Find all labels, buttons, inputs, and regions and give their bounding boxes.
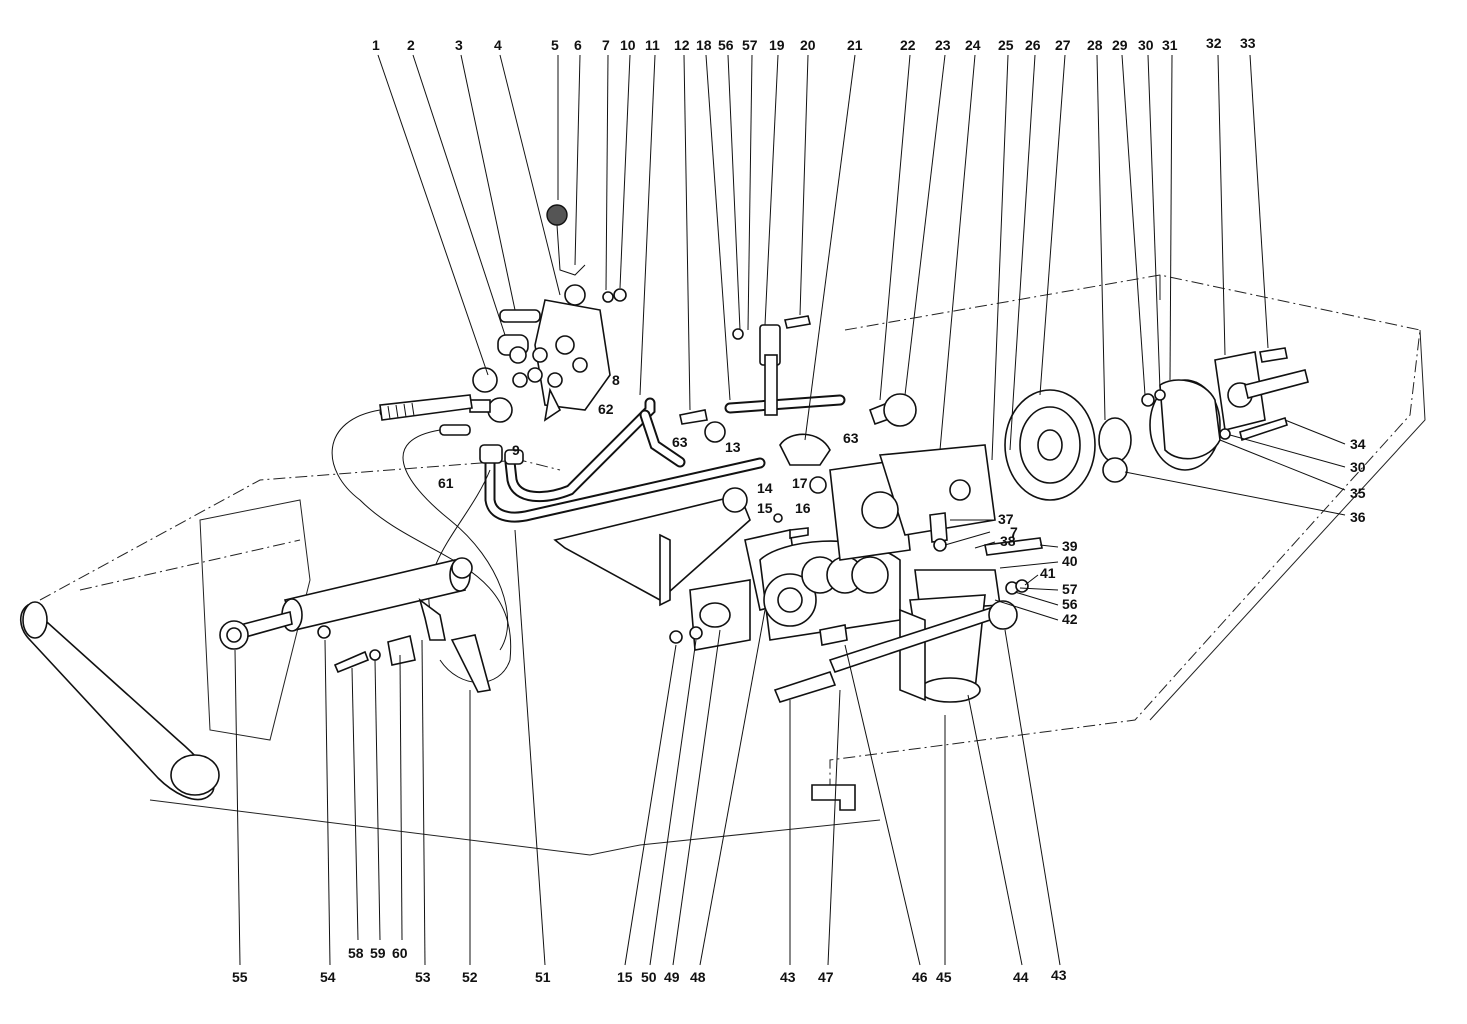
- callout-34: 34: [1350, 436, 1366, 452]
- callout-51: 51: [535, 969, 551, 985]
- callout-54: 54: [320, 969, 336, 985]
- callout-46: 46: [912, 969, 928, 985]
- callout-6: 6: [574, 37, 582, 53]
- roller-tube: [19, 601, 220, 801]
- control-lever: [546, 204, 627, 303]
- valve-fittings: [439, 309, 548, 465]
- callout-27: 27: [1055, 37, 1071, 53]
- callout-63-left: 63: [672, 434, 688, 450]
- leader-lines: [234, 54, 1346, 966]
- callout-labels-bottom: 55 54 58 59 60 53 52 51 15 50 49 48 43 4…: [232, 945, 1067, 985]
- callout-14: 14: [757, 480, 773, 496]
- control-valve: [534, 284, 611, 422]
- hydraulic-lines: [379, 394, 846, 523]
- callout-59: 59: [370, 945, 386, 961]
- callout-13: 13: [725, 439, 741, 455]
- callout-7: 7: [602, 37, 610, 53]
- callout-24: 24: [965, 37, 981, 53]
- callout-7-right: 7: [1010, 524, 1018, 540]
- callout-28: 28: [1087, 37, 1103, 53]
- callout-3: 3: [455, 37, 463, 53]
- callout-30: 30: [1138, 37, 1154, 53]
- callout-58: 58: [348, 945, 364, 961]
- callout-53: 53: [415, 969, 431, 985]
- callout-1: 1: [372, 37, 380, 53]
- callout-57-right: 57: [1062, 581, 1078, 597]
- callout-62: 62: [598, 401, 614, 417]
- callout-4: 4: [494, 37, 502, 53]
- bracket-bottom: [811, 784, 856, 811]
- callout-60: 60: [392, 945, 408, 961]
- pulley-coupling: [1004, 379, 1221, 501]
- callout-16: 16: [795, 500, 811, 516]
- callout-15-inline: 15: [757, 500, 773, 516]
- callout-37: 37: [998, 511, 1014, 527]
- callout-32: 32: [1206, 35, 1222, 51]
- callout-9: 9: [512, 442, 520, 458]
- callout-labels-right: 34 30 35 36 37 7 38 39 40 41 57 56 42: [998, 436, 1366, 627]
- callout-39: 39: [1062, 538, 1078, 554]
- callout-40: 40: [1062, 553, 1078, 569]
- callout-41: 41: [1040, 565, 1056, 581]
- callout-18: 18: [696, 37, 712, 53]
- callout-56: 56: [718, 37, 734, 53]
- hydraulic-cylinder: [219, 557, 492, 693]
- callout-55: 55: [232, 969, 248, 985]
- callout-8: 8: [612, 372, 620, 388]
- callout-42: 42: [1062, 611, 1078, 627]
- chassis-outline: [39, 274, 1426, 856]
- pump-assembly: [553, 444, 996, 651]
- callout-44: 44: [1013, 969, 1029, 985]
- callout-25: 25: [998, 37, 1014, 53]
- callout-labels-top: 1 2 3 4 5 6 7 10 11 12 18 56 57 19 20 21…: [372, 35, 1256, 53]
- right-flange: [1214, 347, 1309, 442]
- callout-56-right: 56: [1062, 596, 1078, 612]
- threaded-shaft-left: [379, 394, 473, 421]
- callout-20: 20: [800, 37, 816, 53]
- callout-35: 35: [1350, 485, 1366, 501]
- callout-52: 52: [462, 969, 478, 985]
- callout-19: 19: [769, 37, 785, 53]
- callout-33: 33: [1240, 35, 1256, 51]
- filter-linkage: [773, 512, 1043, 703]
- callout-31: 31: [1162, 37, 1178, 53]
- callout-11: 11: [645, 37, 660, 53]
- pump-small-parts: [659, 315, 917, 644]
- callout-45: 45: [936, 969, 952, 985]
- callout-50: 50: [641, 969, 657, 985]
- callout-38: 38: [1000, 533, 1016, 549]
- callout-47: 47: [818, 969, 834, 985]
- callout-15-bottom: 15: [617, 969, 633, 985]
- callout-21: 21: [847, 37, 863, 53]
- callout-61: 61: [438, 475, 454, 491]
- callout-5: 5: [551, 37, 559, 53]
- callout-29: 29: [1112, 37, 1128, 53]
- callout-labels-inline: 8 62 9 61 63 13 14 17 15 16 63: [438, 372, 859, 516]
- callout-2: 2: [407, 37, 415, 53]
- callout-22: 22: [900, 37, 916, 53]
- callout-10: 10: [620, 37, 636, 53]
- callout-43-left: 43: [780, 969, 796, 985]
- callout-57: 57: [742, 37, 758, 53]
- callout-17: 17: [792, 475, 808, 491]
- callout-48: 48: [690, 969, 706, 985]
- callout-63-right: 63: [843, 430, 859, 446]
- callout-12: 12: [674, 37, 690, 53]
- callout-23: 23: [935, 37, 951, 53]
- callout-43-right: 43: [1051, 967, 1067, 983]
- callout-30-right: 30: [1350, 459, 1366, 475]
- callout-26: 26: [1025, 37, 1041, 53]
- callout-49: 49: [664, 969, 680, 985]
- callout-36: 36: [1350, 509, 1366, 525]
